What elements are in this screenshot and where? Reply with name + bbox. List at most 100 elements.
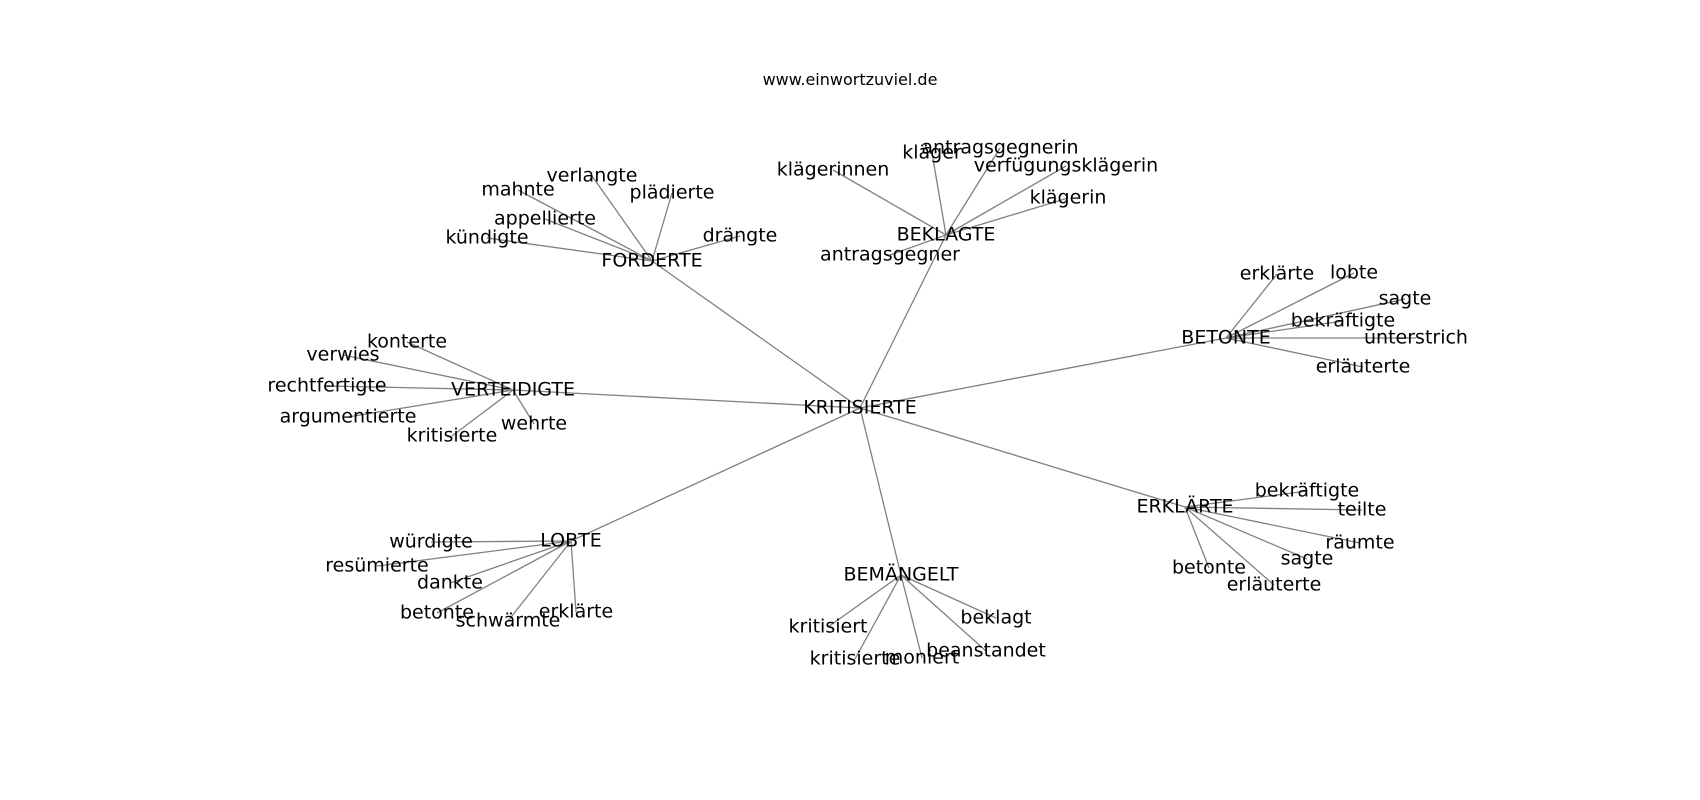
- hub-leaf-edge: [406, 341, 514, 391]
- root-hub-edge: [859, 407, 1186, 508]
- leaf-node-label: kündigte: [445, 227, 528, 249]
- hub-leaf-edge: [544, 218, 653, 262]
- hub-leaf-edge: [486, 237, 653, 262]
- hub-node-label: BEKLAGTE: [897, 224, 996, 246]
- hub-leaf-edge: [451, 389, 514, 437]
- hub-leaf-edge: [1225, 298, 1406, 339]
- leaf-node-label: sagte: [1281, 548, 1334, 570]
- hub-leaf-edge: [889, 234, 947, 256]
- leaf-node-label: erklärte: [1240, 263, 1314, 285]
- hub-leaf-edge: [591, 175, 653, 262]
- leaf-node-label: betonte: [400, 602, 474, 624]
- leaf-node-label: räumte: [1325, 532, 1394, 554]
- leaf-node-label: appellierte: [494, 208, 596, 230]
- leaf-node-label: moniert: [885, 647, 959, 669]
- hub-leaf-edge: [900, 574, 987, 652]
- hub-leaf-edge: [1184, 506, 1363, 511]
- edge-layer: [326, 147, 1416, 660]
- hub-leaf-edge: [931, 152, 947, 236]
- hub-node-label: BETONTE: [1181, 327, 1270, 349]
- root-hub-edge: [859, 407, 902, 576]
- hub-leaf-edge: [507, 540, 572, 622]
- root-hub-edge: [651, 260, 861, 409]
- hub-leaf-edge: [376, 540, 572, 567]
- hub-leaf-edge: [1184, 506, 1361, 544]
- hub-leaf-edge: [1225, 272, 1355, 339]
- root-hub-edge: [859, 337, 1227, 409]
- hub-leaf-edge: [347, 389, 514, 418]
- hub-leaf-edge: [436, 540, 572, 614]
- leaf-node-label: kläger: [902, 142, 962, 164]
- leaf-node-label: verfügungsklägerin: [974, 155, 1158, 177]
- hub-leaf-edge: [651, 235, 741, 262]
- hub-leaf-edge: [1184, 506, 1275, 586]
- leaf-node-label: klägerinnen: [777, 159, 890, 181]
- leaf-node-label: sagte: [1379, 288, 1432, 310]
- leaf-node-label: würdigte: [389, 531, 473, 553]
- leaf-node-label: beanstandet: [926, 640, 1046, 662]
- leaf-node-label: kritisierte: [810, 648, 901, 670]
- hub-leaf-edge: [449, 540, 572, 584]
- hub-leaf-edge: [570, 540, 577, 613]
- hub-leaf-edge: [1184, 506, 1308, 560]
- leaf-node-label: schwärmte: [456, 610, 561, 632]
- hub-leaf-edge: [945, 197, 1069, 236]
- hub-node-label: BEMÄNGELT: [844, 563, 959, 586]
- leaf-node-label: antragsgegnerin: [921, 137, 1078, 159]
- site-caption: www.einwortzuviel.de: [762, 70, 938, 89]
- leaf-node-label: teilte: [1338, 499, 1387, 521]
- leaf-node-label: bekräftigte: [1291, 310, 1396, 332]
- hub-node-label: ERKLÄRTE: [1136, 495, 1233, 518]
- hub-leaf-edge: [1184, 506, 1210, 569]
- hub-leaf-edge: [326, 385, 514, 391]
- leaf-node-label: antragsgegner: [820, 244, 960, 266]
- leaf-node-label: mahnte: [481, 179, 554, 201]
- root-hub-edge: [570, 407, 861, 542]
- leaf-node-label: verlangte: [547, 165, 638, 187]
- hub-node-label: FORDERTE: [601, 250, 702, 272]
- leaf-node-label: rechtfertigte: [267, 375, 386, 397]
- leaf-node-label: erläuterte: [1227, 574, 1322, 596]
- leaf-node-label: wehrte: [501, 413, 567, 435]
- hub-leaf-edge: [430, 540, 572, 543]
- hub-node-label: LOBTE: [540, 530, 602, 552]
- hub-leaf-edge: [827, 574, 902, 628]
- leaf-node-label: klägerin: [1030, 187, 1107, 209]
- hub-leaf-edge: [945, 165, 1067, 236]
- hub-node-label: VERTEIDIGTE: [451, 379, 575, 401]
- root-hub-edge: [512, 389, 861, 409]
- hub-leaf-edge: [945, 147, 1001, 236]
- hub-leaf-edge: [900, 574, 997, 619]
- leaf-node-label: konterte: [367, 331, 447, 353]
- hub-leaf-edge: [1225, 320, 1344, 339]
- leaf-node-label: argumentierte: [280, 406, 417, 428]
- hub-leaf-edge: [854, 574, 902, 660]
- leaf-node-label: erklärte: [539, 601, 613, 623]
- root-hub-edge: [859, 234, 947, 409]
- hub-leaf-edge: [1225, 273, 1278, 339]
- hub-leaf-edge: [1184, 490, 1308, 508]
- hub-leaf-edge: [517, 189, 653, 262]
- hub-leaf-edge: [1225, 337, 1364, 368]
- hub-leaf-edge: [651, 192, 673, 262]
- root-node-label: KRITISIERTE: [803, 397, 917, 419]
- leaf-node-label: plädierte: [630, 182, 715, 204]
- leaf-node-label: drängte: [703, 225, 778, 247]
- leaf-node-label: kritisierte: [407, 425, 498, 447]
- hub-leaf-edge: [900, 574, 923, 659]
- hub-leaf-edge: [512, 389, 535, 425]
- leaf-node-label: verwies: [306, 344, 379, 366]
- leaf-node-label: erläuterte: [1316, 356, 1411, 378]
- leaf-node-label: unterstrich: [1364, 327, 1468, 349]
- leaf-node-label: lobte: [1330, 262, 1378, 284]
- hub-leaf-edge: [342, 354, 514, 391]
- leaf-node-label: bekräftigte: [1255, 480, 1360, 502]
- hub-leaf-edge: [832, 169, 947, 236]
- leaf-node-label: beklagt: [960, 607, 1031, 629]
- leaf-node-label: dankte: [417, 572, 483, 594]
- leaf-node-label: resümierte: [325, 555, 428, 577]
- leaf-node-label: kritisiert: [789, 616, 868, 638]
- leaf-node-label: betonte: [1172, 557, 1246, 579]
